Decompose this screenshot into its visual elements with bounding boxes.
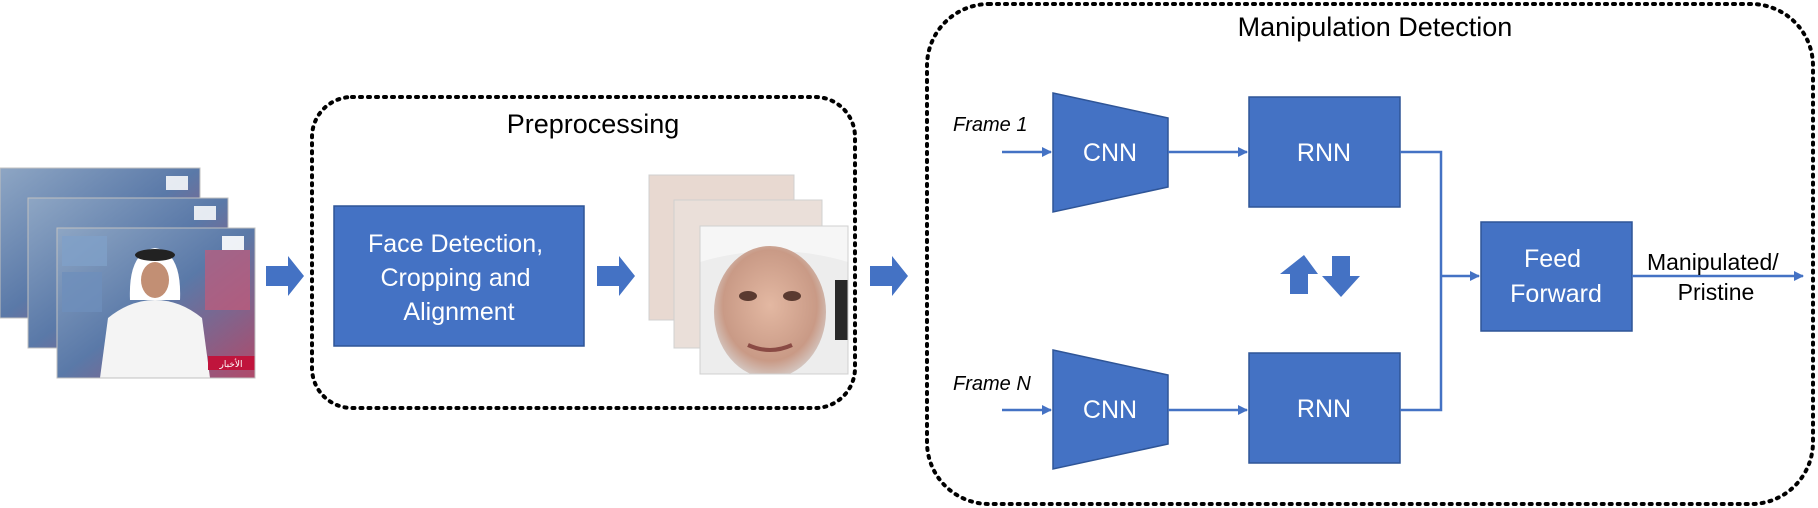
block-arrow-right xyxy=(597,256,635,296)
cropped-faces-stack xyxy=(648,174,849,375)
cnn-label-top: CNN xyxy=(1083,139,1137,167)
video-frame-anchor: الأخبار xyxy=(57,228,255,378)
cnn-label-bottom: CNN xyxy=(1083,396,1137,424)
feed-forward-label: Feed Forward xyxy=(1510,245,1602,308)
rnn-block-top xyxy=(1248,96,1401,208)
face-detection-line-3: Alignment xyxy=(403,298,514,326)
output-line-1: Manipulated/ xyxy=(1647,249,1779,275)
feed-forward-line-1: Feed xyxy=(1524,245,1581,273)
frame-1-label: Frame 1 xyxy=(953,114,1027,136)
up-arrow-icon xyxy=(1280,255,1318,294)
face-detection-box xyxy=(333,205,585,347)
block-arrow-right xyxy=(266,256,304,296)
block-arrow-right xyxy=(870,256,908,296)
preprocessing-group xyxy=(310,95,857,410)
manipulation-detection-title: Manipulation Detection xyxy=(1238,12,1513,42)
face-detection-label: Face Detection, Cropping and Alignment xyxy=(368,230,550,326)
feed-forward-block xyxy=(1480,221,1633,332)
video-frames-stack: الأخبار xyxy=(0,167,256,379)
rnn-block-bottom xyxy=(1248,352,1401,464)
output-label: Manipulated/ Pristine xyxy=(1647,249,1785,305)
face-detection-line-2: Cropping and xyxy=(380,264,530,292)
cnn-block-top xyxy=(1052,92,1169,213)
connector-rnn-top xyxy=(1400,150,1443,412)
rnn-label-bottom: RNN xyxy=(1297,395,1351,423)
output-line-2: Pristine xyxy=(1678,279,1755,305)
face-crop-front xyxy=(700,226,848,374)
cnn-block-bottom xyxy=(1052,349,1169,470)
frame-n-label: Frame N xyxy=(953,373,1031,395)
down-arrow-icon xyxy=(1322,256,1360,297)
face-detection-line-1: Face Detection, xyxy=(368,230,543,258)
tv-logo-text: الأخبار xyxy=(218,358,242,370)
feed-forward-line-2: Forward xyxy=(1510,280,1602,308)
manipulation-detection-group xyxy=(925,2,1815,506)
preprocessing-title: Preprocessing xyxy=(507,109,680,139)
rnn-label-top: RNN xyxy=(1297,139,1351,167)
